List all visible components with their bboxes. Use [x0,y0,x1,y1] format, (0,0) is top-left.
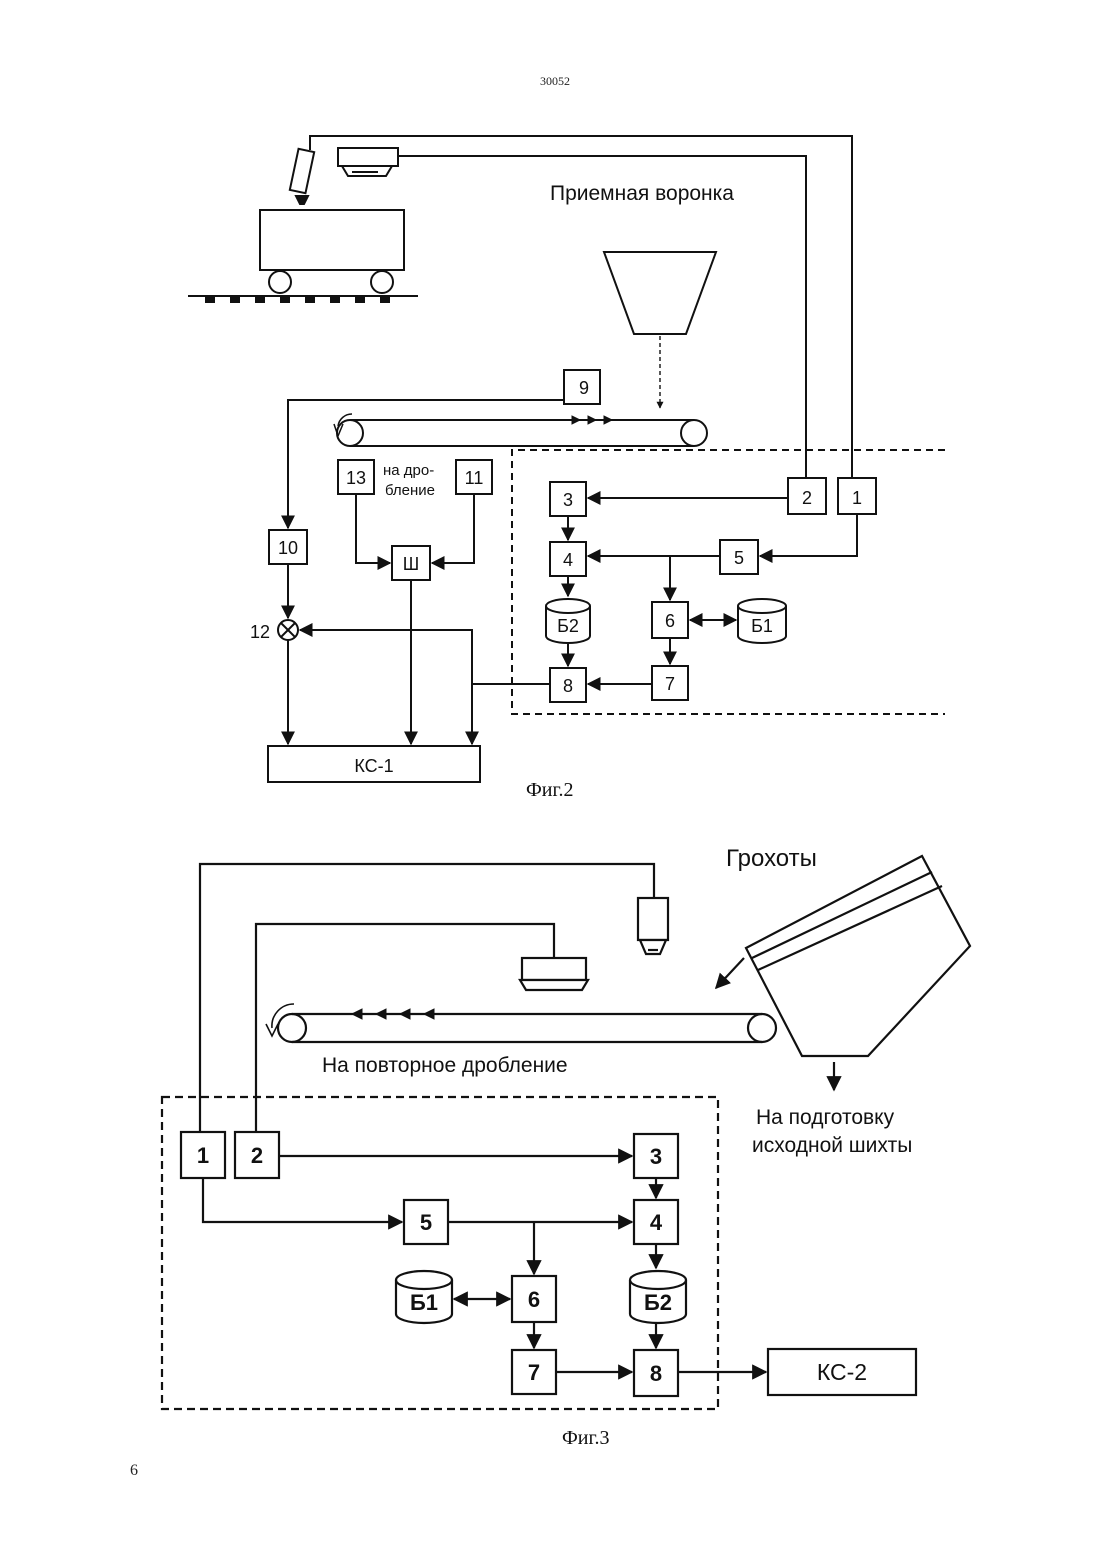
hopper-label: Приемная воронка [550,182,734,205]
block-1-label: 1 [197,1143,209,1168]
screens-label: Грохоты [726,845,817,872]
conveyor-belt [334,414,707,446]
receiving-hopper [604,252,716,334]
railway-wagon [188,210,418,303]
scanner-icon [338,148,398,176]
block-2-label: 2 [802,488,812,508]
block-4-label: 4 [563,550,573,570]
block-5-label: 5 [734,548,744,568]
crushing-label-line1: на дро- [383,462,434,479]
block-4-label: 4 [650,1210,663,1235]
ks-1-label: КС-1 [354,756,393,776]
conveyor-belt [266,1004,776,1042]
block-6-label: 6 [528,1287,540,1312]
block-8-label: 8 [563,676,573,696]
fig3-caption: Фиг.3 [562,1427,609,1449]
vibrating-screens [746,856,970,1056]
block-2-label: 2 [251,1143,263,1168]
block-13-label: 13 [346,468,366,488]
recrush-label: На повторное дробление [322,1054,568,1077]
block-10-label: 10 [278,538,298,558]
block-3-label: 3 [563,490,573,510]
camera-icon [290,149,314,204]
fig2-caption: Фиг.2 [526,779,573,801]
block-7-label: 7 [665,674,675,694]
db-b1-label: Б1 [410,1290,438,1315]
block-sh-label: Ш [403,554,420,574]
block-6-label: 6 [665,611,675,631]
db-b2-label: Б2 [557,616,579,636]
block-5-label: 5 [420,1210,432,1235]
crushing-label-line2: бление [385,482,435,499]
block-11-label: 11 [465,468,484,488]
ks-2-label: КС-2 [817,1359,867,1385]
db-b2-label: Б2 [644,1290,672,1315]
db-b1-label: Б1 [751,616,773,636]
mixer-node-12 [278,620,298,640]
block-8-label: 8 [650,1361,662,1386]
camera-icon [638,898,668,954]
block-9-label: 9 [579,378,589,398]
mixer-12-label: 12 [250,622,270,642]
block-1-label: 1 [852,488,862,508]
prep-label-line2: исходной шихты [752,1134,912,1157]
block-3-label: 3 [650,1144,662,1169]
scanner-icon [520,958,588,990]
prep-label-line1: На подготовку [756,1106,895,1129]
block-7-label: 7 [528,1360,540,1385]
figure-3 [162,856,970,1409]
